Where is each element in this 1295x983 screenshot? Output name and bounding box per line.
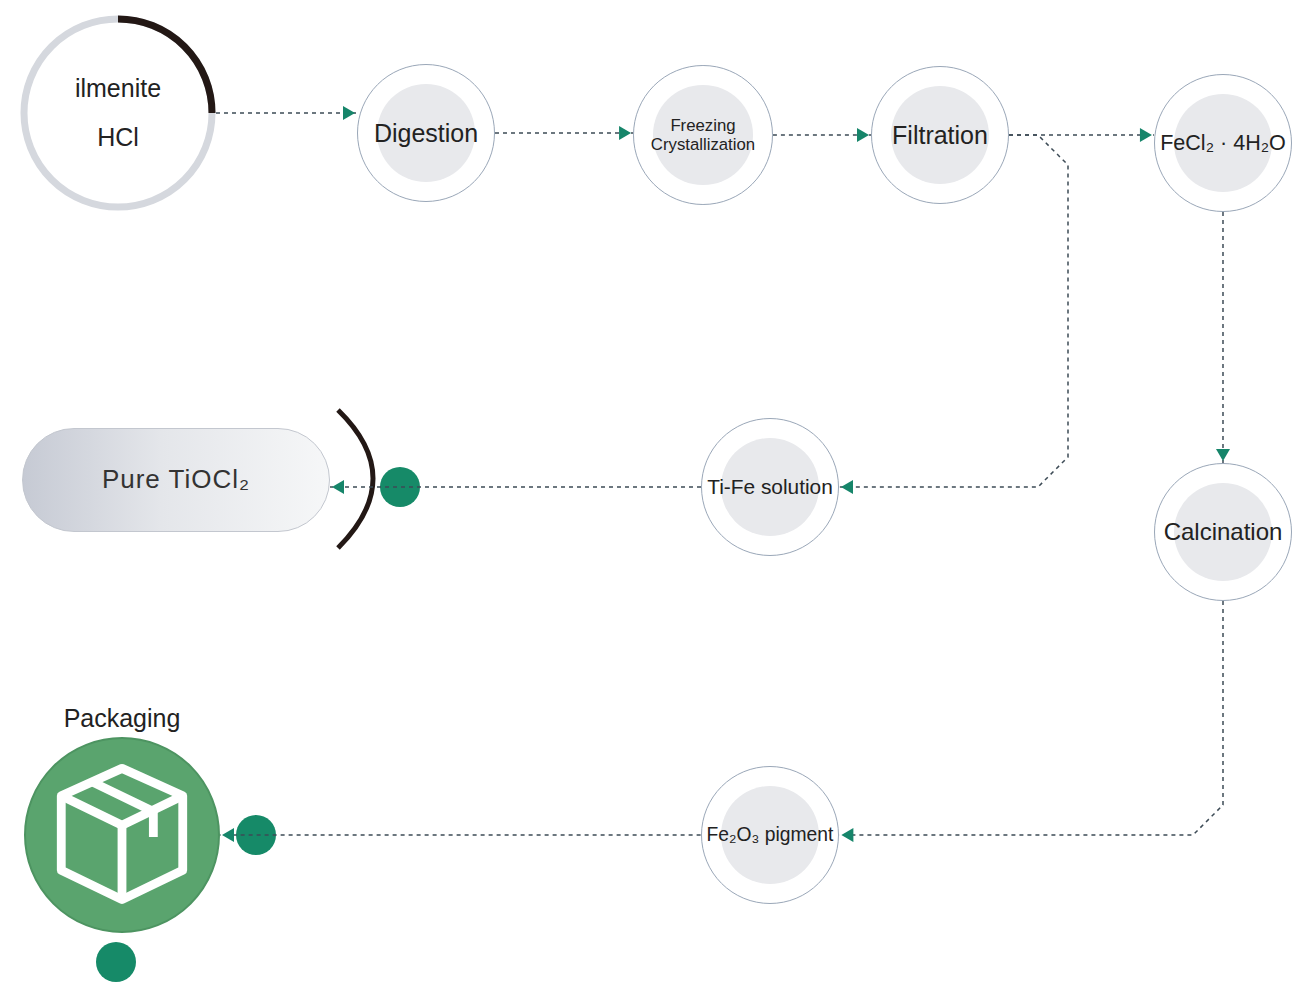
bracket	[338, 410, 373, 548]
node-label: FeCl₂ · 4H₂O	[1160, 131, 1286, 156]
arrow-head	[222, 828, 234, 842]
process-circle: Digestion	[357, 64, 495, 202]
inner-disc	[653, 85, 752, 184]
node-label: Pure TiOCl₂	[102, 465, 250, 495]
arrow-head	[332, 480, 344, 494]
node-label: Freezing Crystallization	[641, 116, 765, 155]
flow-connector	[773, 134, 871, 136]
node-label: Ti-Fe solution	[707, 475, 833, 499]
flow-connector	[216, 112, 357, 114]
green-dot	[96, 942, 136, 982]
arrow-head	[1216, 449, 1230, 461]
arrow-head	[841, 480, 853, 494]
process-circle: Freezing Crystallization	[633, 65, 773, 205]
process-circle: Calcination	[1154, 463, 1292, 601]
arrow-head	[1140, 128, 1152, 142]
node-label: Fe₂O₃ pigment	[707, 824, 834, 846]
node-label: Digestion	[374, 119, 478, 148]
flow-connector	[330, 486, 701, 488]
ring-outline	[20, 15, 216, 211]
packaging-circle: Packaging	[24, 737, 220, 933]
flow-connector	[495, 132, 633, 134]
input-circle: ilmenite HCl	[20, 15, 216, 211]
process-circle: Filtration	[871, 66, 1009, 204]
process-circle: FeCl₂ · 4H₂O	[1154, 74, 1292, 212]
product-pill: Pure TiOCl₂	[22, 428, 330, 532]
box-icon	[26, 739, 218, 931]
flow-connector	[220, 834, 701, 836]
arrow-head	[857, 128, 869, 142]
process-circle: Ti-Fe solution	[701, 418, 839, 556]
node-label: ilmenite HCl	[68, 64, 168, 162]
arrow-head	[619, 126, 631, 140]
flow-connector	[1222, 212, 1224, 463]
arrow-head	[841, 828, 853, 842]
arrow-head	[343, 106, 355, 120]
flow-connector	[839, 601, 1223, 835]
flow-connector	[1009, 134, 1154, 136]
node-label: Packaging	[64, 704, 181, 733]
process-circle: Fe₂O₃ pigment	[701, 766, 840, 905]
node-label: Filtration	[892, 121, 988, 150]
node-label: Calcination	[1164, 518, 1283, 546]
